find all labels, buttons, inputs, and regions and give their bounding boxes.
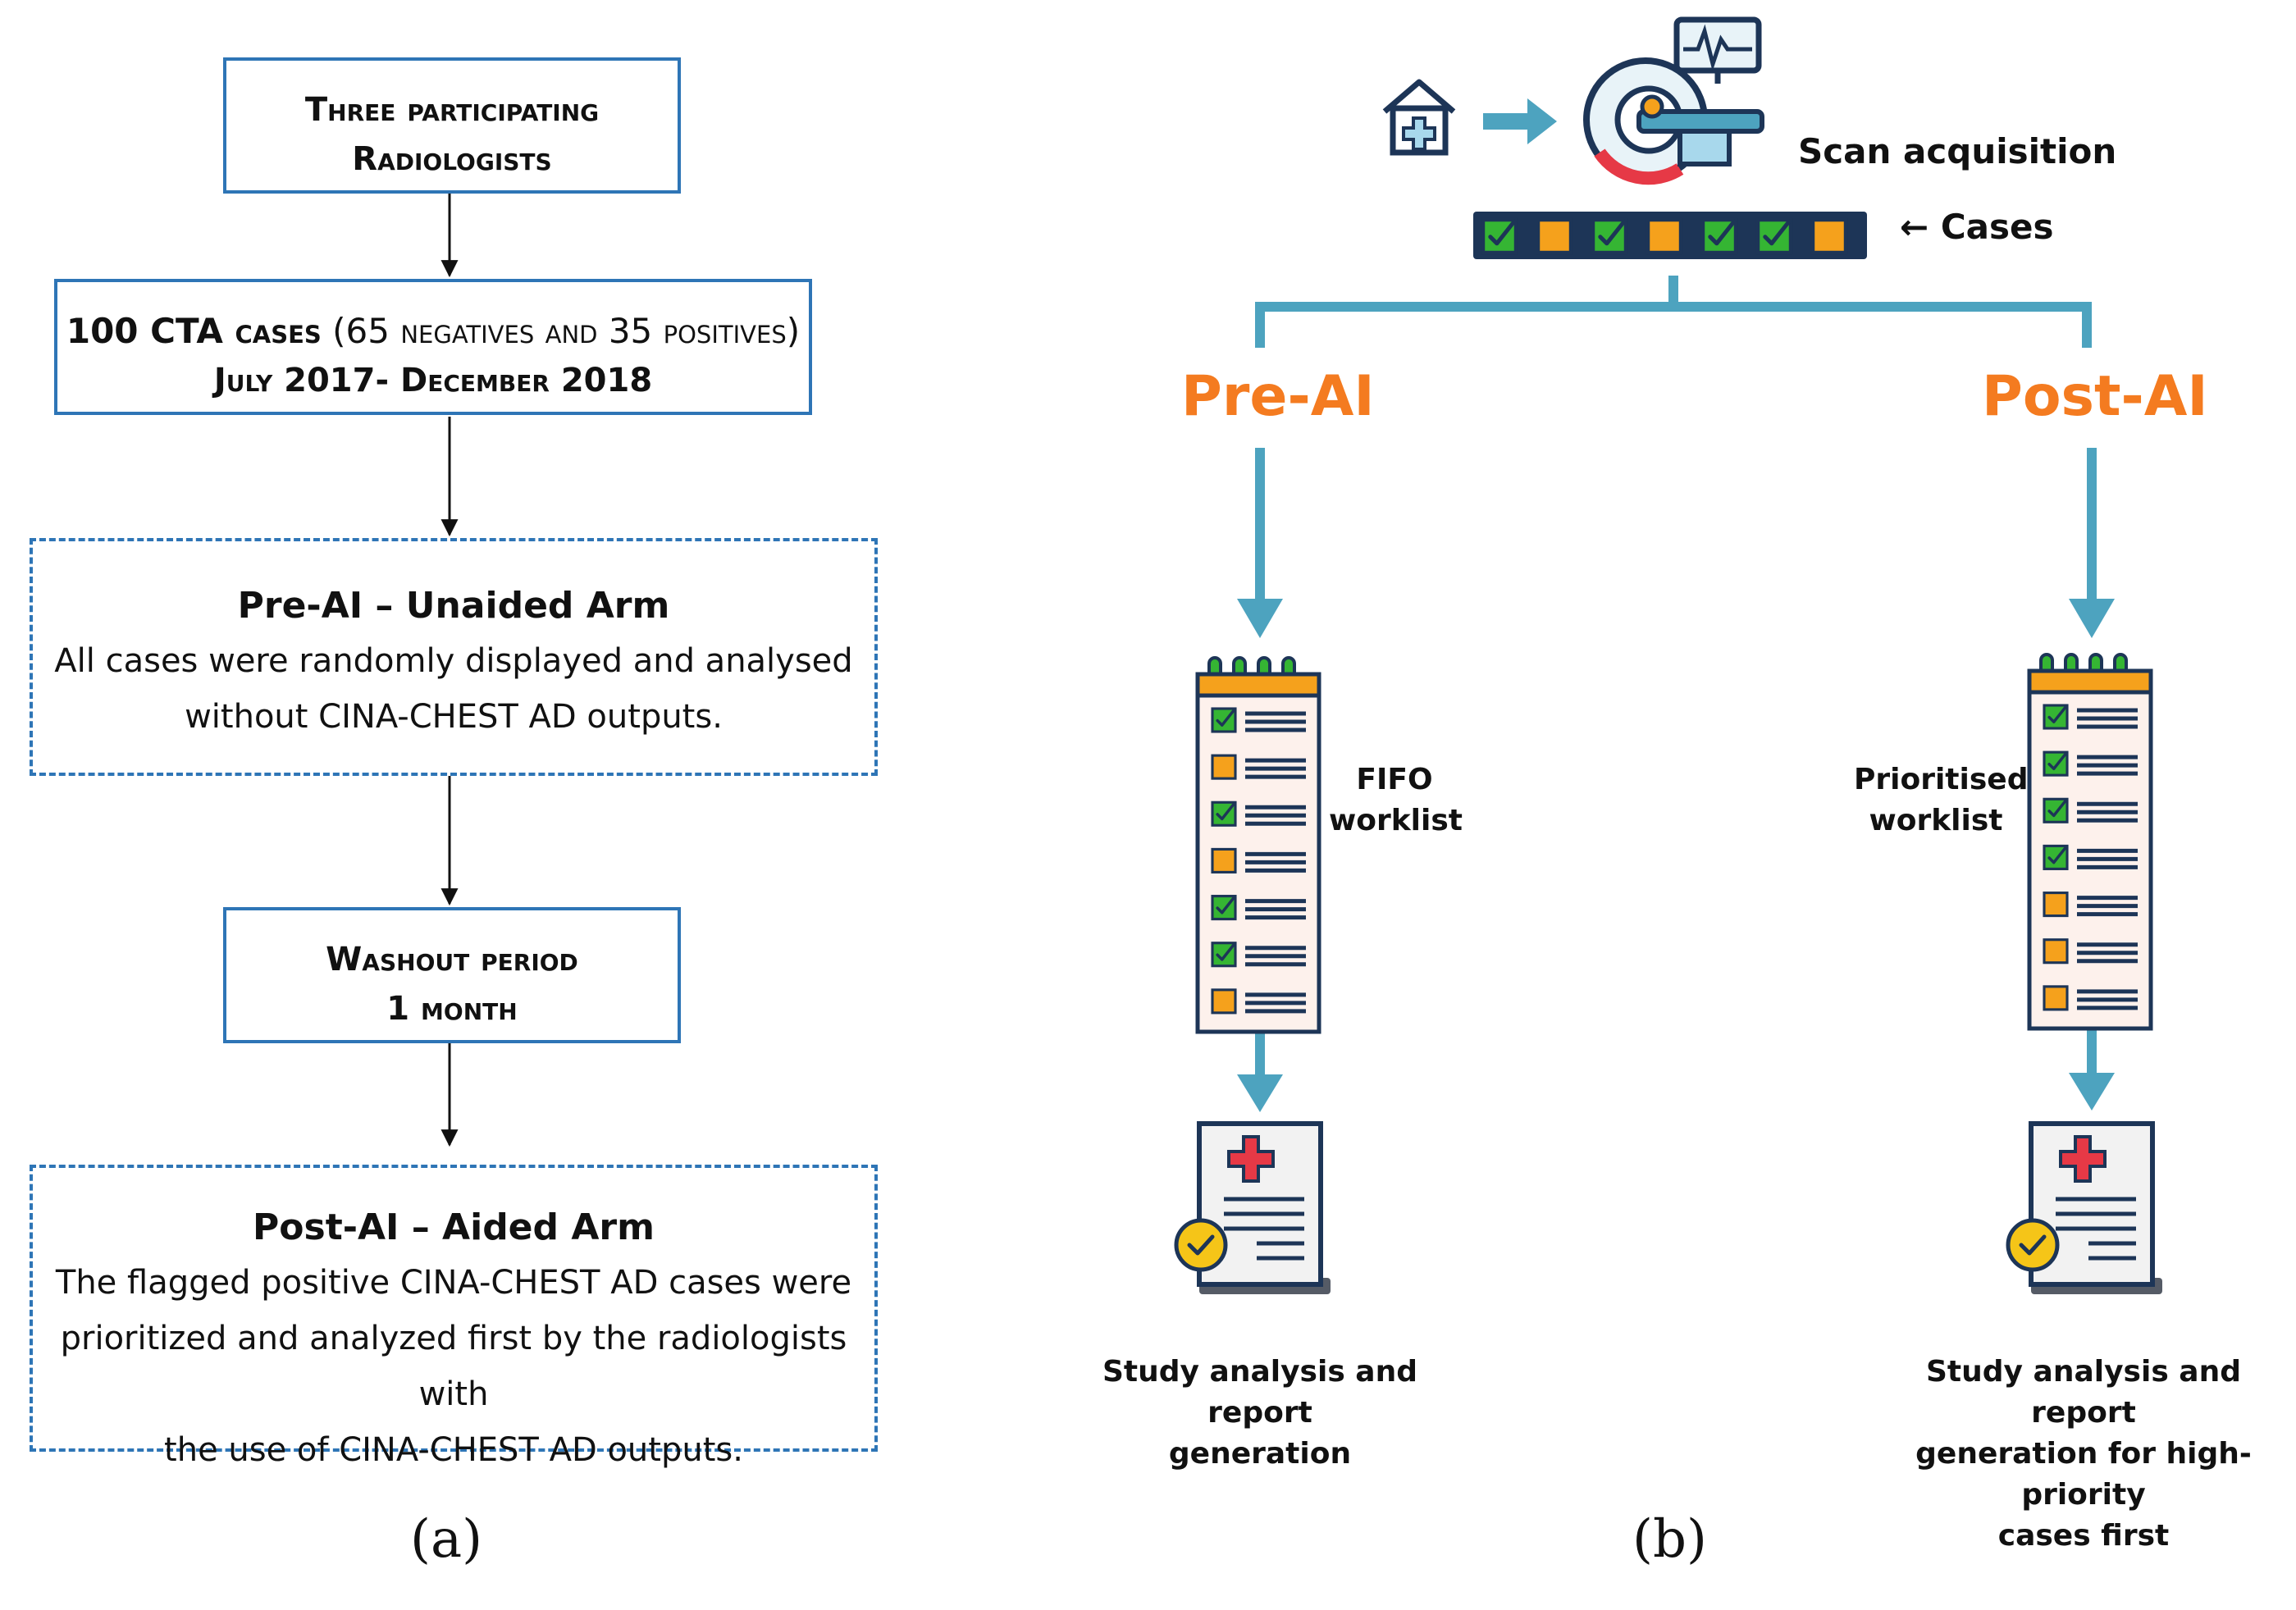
worklist-pending-icon — [2043, 892, 2069, 918]
post-ai-arm-line-1: The flagged positive CINA-CHEST AD cases… — [55, 1264, 852, 1302]
worklist-pending-icon — [1211, 847, 1237, 873]
ct-scanner-icon — [1583, 16, 1764, 185]
worklist-check-icon — [2043, 704, 2069, 730]
panel-label-a: (a) — [410, 1509, 483, 1570]
cases-label: ← Cases — [1900, 207, 2054, 247]
left-result-line-2: generation — [1168, 1437, 1352, 1471]
pre-ai-arm-line-1: All cases were randomly displayed and an… — [54, 642, 853, 680]
cases-date-range: July 2017- December 2018 — [213, 362, 653, 399]
right-result-line-1: Study analysis and report — [1926, 1355, 2241, 1430]
worklist-check-icon — [2043, 750, 2069, 777]
case-pending-icon — [1810, 217, 1848, 255]
case-check-icon — [1481, 217, 1518, 255]
case-check-icon — [1591, 217, 1628, 255]
left-result-text: Study analysis and report generation — [1063, 1352, 1457, 1475]
pre-ai-arm-title: Pre-AI – Unaided Arm — [237, 585, 670, 627]
scan-acquisition-label: Scan acquisition — [1798, 131, 2117, 171]
cases-count: 100 CTA cases — [66, 311, 322, 351]
right-result-line-2: generation for high-priority — [1915, 1437, 2252, 1512]
case-pending-icon — [1536, 217, 1573, 255]
case-check-icon — [1700, 217, 1738, 255]
washout-line-2: 1 month — [386, 990, 518, 1028]
worklist-check-icon — [2043, 797, 2069, 823]
hospital-icon — [1382, 79, 1456, 156]
post-ai-arm-line-2: prioritized and analyzed first by the ra… — [60, 1320, 847, 1413]
left-result-line-1: Study analysis and report — [1102, 1355, 1417, 1430]
cases-box: 100 CTA cases (65 negatives and 35 posit… — [54, 279, 812, 415]
worklist-pending-icon — [1211, 754, 1237, 780]
prioritised-label-line-2: worklist — [1869, 804, 2003, 837]
worklist-pending-icon — [2043, 938, 2069, 965]
cases-breakdown: (65 negatives and 35 positives) — [321, 311, 801, 351]
right-result-line-3: cases first — [1997, 1519, 2170, 1553]
worklist-pending-icon — [2043, 985, 2069, 1011]
medical-report-icon — [2006, 1121, 2162, 1294]
post-ai-arm-box: Post-AI – Aided Arm The flagged positive… — [30, 1165, 878, 1469]
washout-box: Washout period 1 month — [223, 907, 681, 1043]
arrow-right-icon — [1483, 98, 1557, 144]
right-result-text: Study analysis and report generation for… — [1878, 1352, 2289, 1557]
post-ai-heading: Post-AI — [1982, 364, 2208, 429]
fifo-label-line-1: FIFO — [1356, 763, 1433, 796]
pre-ai-arm-box: Pre-AI – Unaided Arm All cases were rand… — [30, 538, 878, 776]
participants-line-1: Three participating — [304, 91, 600, 129]
participants-box: Three participating Radiologists — [223, 57, 681, 194]
medical-report-icon — [1174, 1121, 1331, 1294]
fifo-label: FIFO worklist — [1329, 759, 1463, 841]
post-ai-arm-title: Post-AI – Aided Arm — [253, 1206, 655, 1248]
worklist-check-icon — [1211, 800, 1237, 827]
worklist-check-icon — [1211, 707, 1237, 733]
case-check-icon — [1755, 217, 1793, 255]
worklist-check-icon — [1211, 942, 1237, 968]
pre-ai-arm-line-2: without CINA-CHEST AD outputs. — [185, 698, 723, 736]
fifo-label-line-2: worklist — [1329, 804, 1463, 837]
pre-ai-heading: Pre-AI — [1181, 364, 1375, 429]
case-pending-icon — [1646, 217, 1683, 255]
panel-label-b: (b) — [1632, 1509, 1707, 1570]
worklist-pending-icon — [1211, 988, 1237, 1015]
prioritised-worklist-icon — [2027, 653, 2153, 1031]
post-ai-arm-line-3: the use of CINA-CHEST AD outputs. — [164, 1431, 743, 1469]
prioritised-label: Prioritised worklist — [1854, 759, 2029, 841]
case-strip — [1473, 212, 1867, 259]
worklist-check-icon — [2043, 844, 2069, 870]
prioritised-label-line-1: Prioritised — [1854, 763, 2029, 796]
worklist-check-icon — [1211, 895, 1237, 921]
participants-line-2: Radiologists — [352, 140, 552, 178]
washout-line-1: Washout period — [326, 941, 578, 978]
fifo-worklist-icon — [1195, 656, 1321, 1034]
